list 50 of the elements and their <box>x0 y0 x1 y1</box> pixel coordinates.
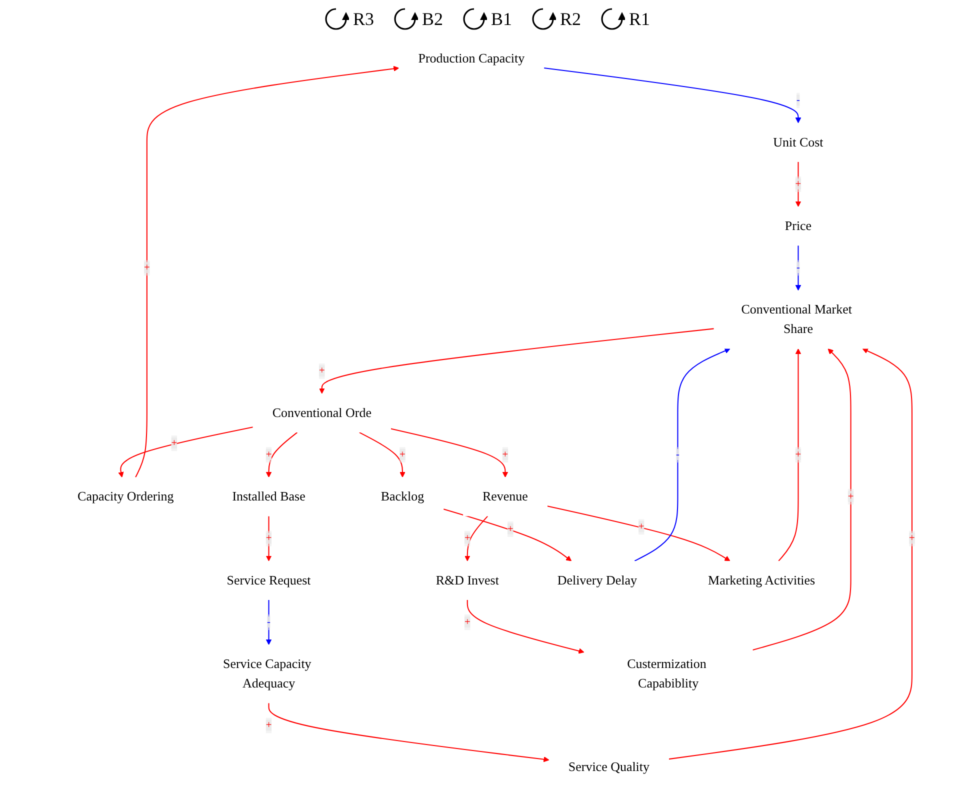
node-text: Conventional Market Share <box>741 302 852 336</box>
arrow <box>268 703 550 762</box>
edge-label: + <box>266 449 272 460</box>
edge-label: + <box>171 437 178 448</box>
node-text: R&D Invest <box>436 573 499 588</box>
edge-label: + <box>144 262 150 274</box>
edge-label: - <box>796 262 800 274</box>
node-text: Custermization Capabiblity <box>627 657 706 691</box>
node-text: Price <box>784 218 812 234</box>
edge-label: - <box>267 616 270 628</box>
edge-label: + <box>318 365 325 376</box>
node-text: Delivery Delay <box>557 573 637 588</box>
loop-label: B1 <box>490 8 512 30</box>
loop-label: R1 <box>629 8 650 30</box>
arrow <box>547 506 730 562</box>
arrow <box>466 600 584 654</box>
node-text: Unit Cost <box>773 135 824 150</box>
edge-label: + <box>909 532 915 544</box>
node-text: Production Capacity <box>418 52 525 66</box>
edge-label: - <box>676 449 680 460</box>
loop-label: R3 <box>352 8 374 30</box>
node-text: Backlog <box>380 490 424 504</box>
edge-label: + <box>848 490 854 502</box>
node-text: Conventional Orde <box>272 406 372 420</box>
node-text: Service Capacity Adequacy <box>223 657 312 691</box>
loop-label: B2 <box>422 8 443 30</box>
edge-label: + <box>638 521 644 532</box>
node-text: Revenue <box>482 490 528 504</box>
edge-label: + <box>508 523 514 534</box>
node-text: Service Quality <box>568 760 650 774</box>
edge-label: + <box>266 720 272 731</box>
edge-label: + <box>464 616 470 628</box>
edge-label: + <box>795 178 802 190</box>
arrow <box>443 508 572 562</box>
node-text: Marketing Activities <box>708 573 816 588</box>
edge-label: + <box>266 532 272 544</box>
arrow <box>118 426 253 478</box>
arrow <box>752 348 852 651</box>
node-text: Installed Base <box>232 490 306 504</box>
edge-label: + <box>464 532 470 544</box>
edge-label: - <box>796 94 800 106</box>
edge-label: + <box>400 449 406 460</box>
edge-label: + <box>502 449 508 460</box>
edge-label: + <box>795 449 802 460</box>
arrow <box>668 348 912 760</box>
arrow <box>634 348 730 562</box>
node-text: Capacity Ordering <box>78 490 174 504</box>
node-text: Service Request <box>226 573 311 588</box>
loop-label: R2 <box>560 8 582 30</box>
arrow <box>135 66 400 478</box>
